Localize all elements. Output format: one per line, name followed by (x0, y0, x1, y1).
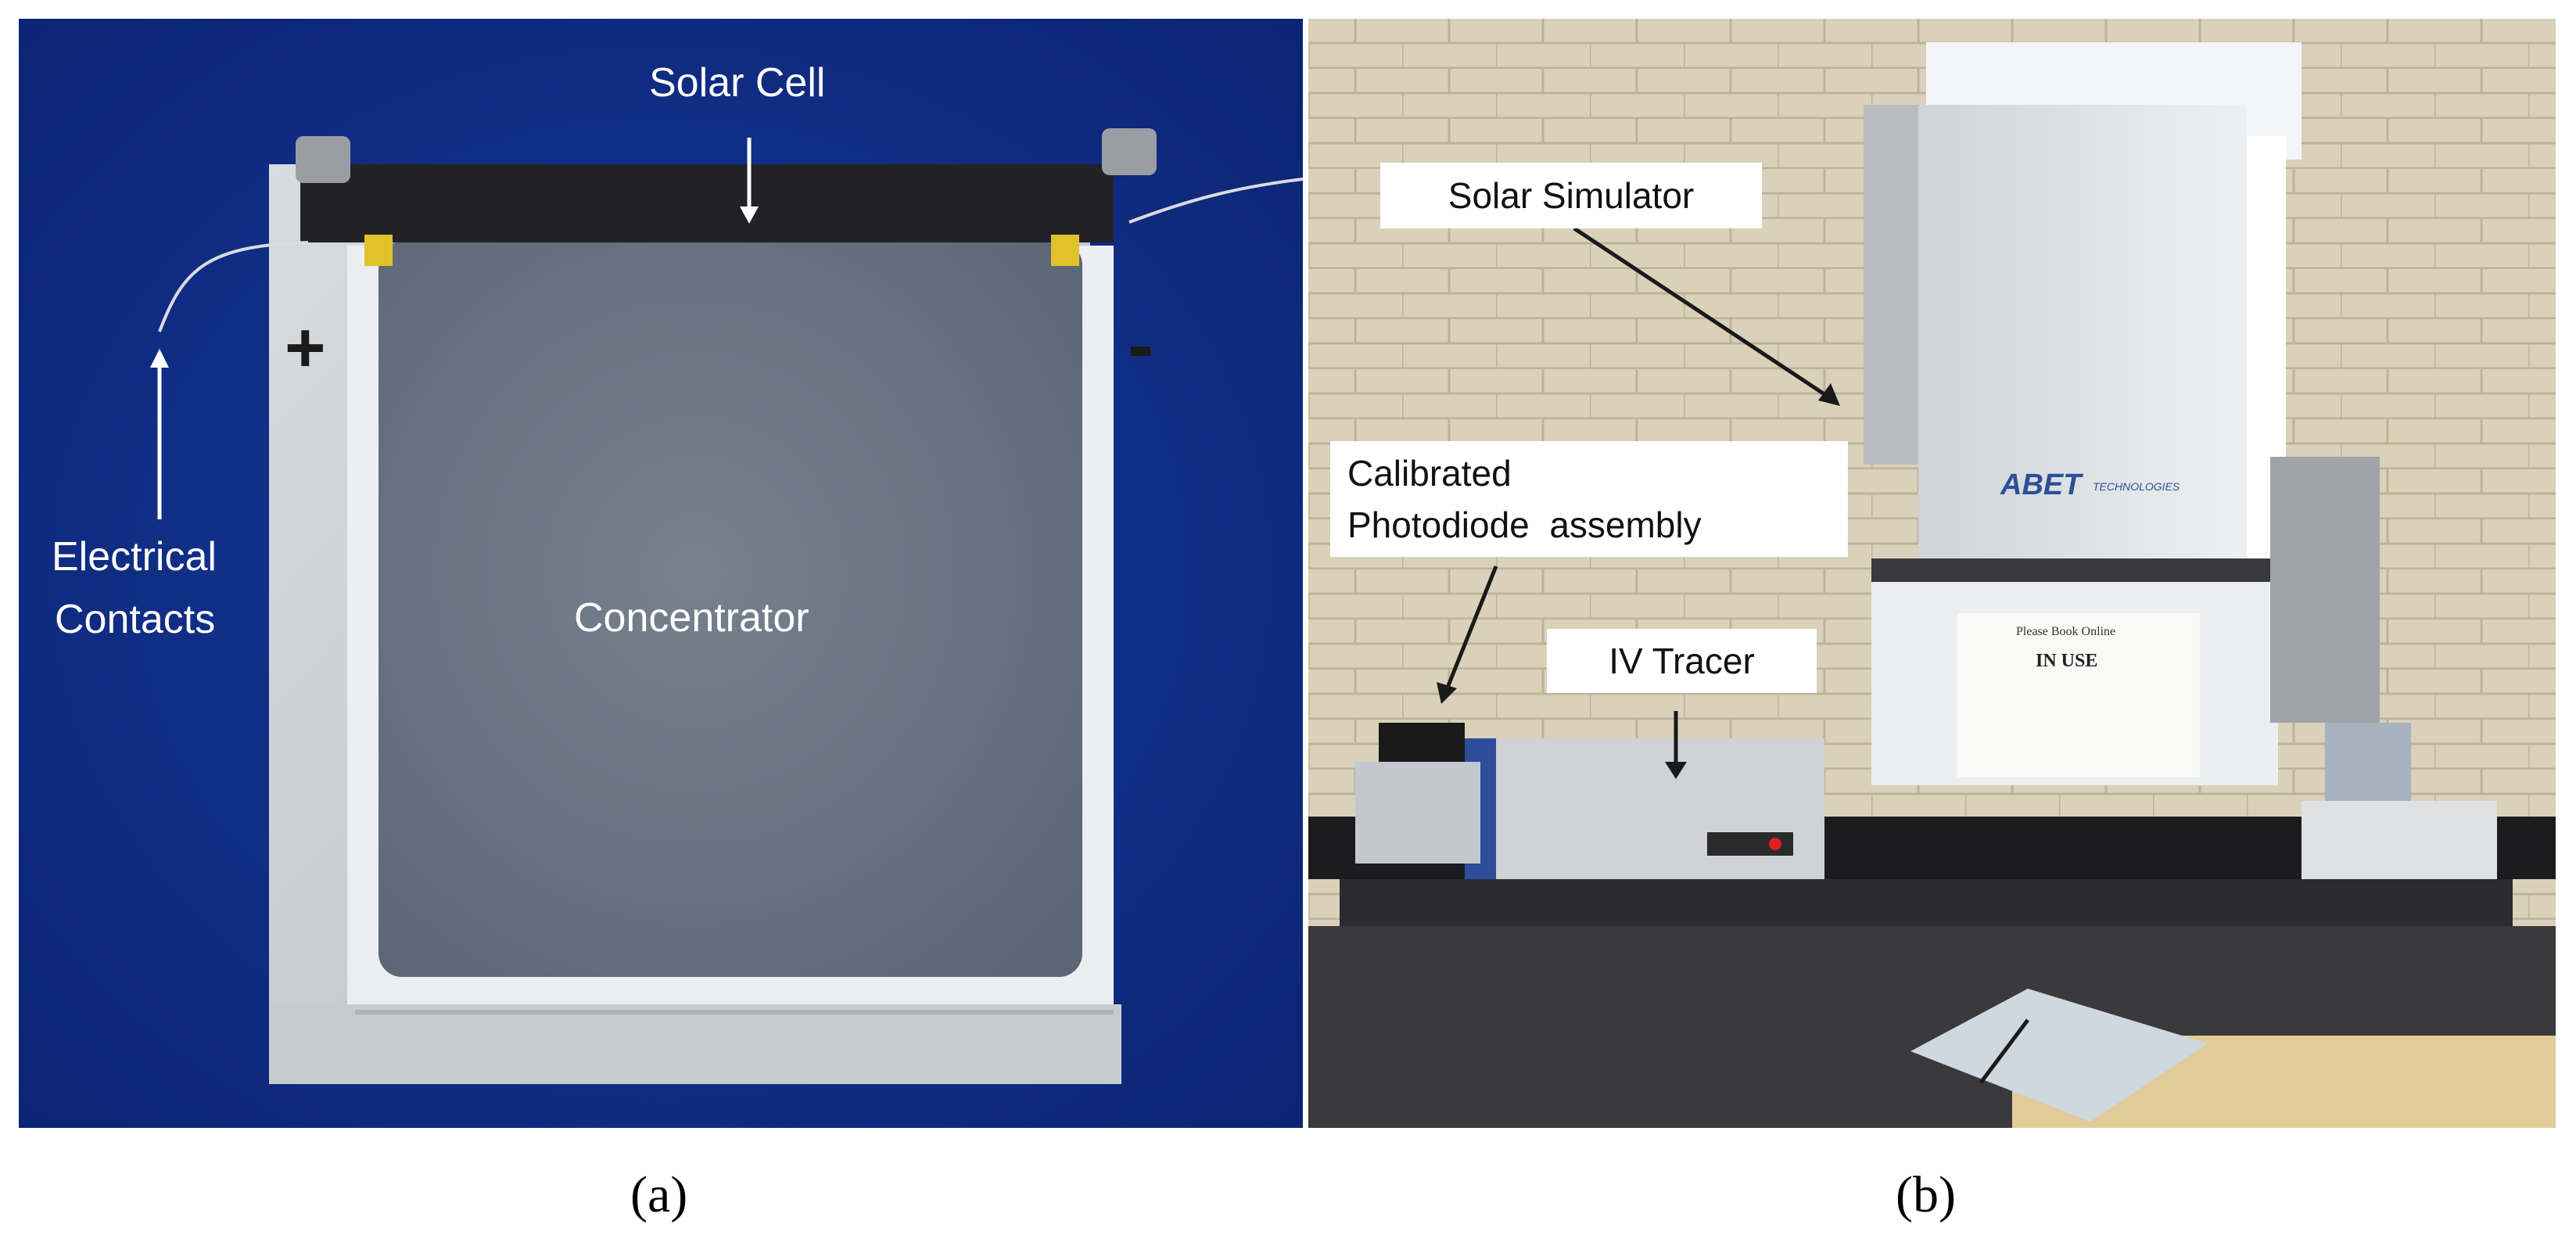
concentrator-label: Concentrator (574, 595, 809, 641)
caption-a: (a) (630, 1166, 688, 1223)
electrical-contacts-label-line1: Electrical (52, 534, 217, 580)
solar-simulator-label: Solar Simulator (1380, 163, 1762, 228)
caption-b: (b) (1896, 1166, 1956, 1223)
in-use-sign (1957, 613, 2200, 777)
sign-line2: IN USE (2036, 651, 2098, 671)
plus-sign: + (285, 309, 326, 387)
calibrated-line2: Photodiode assembly (1347, 505, 1702, 545)
concentrator-photo (19, 19, 1303, 1128)
solar-cell-strip (300, 164, 1114, 242)
photodiode-arrow (1444, 566, 1498, 692)
sign-line1: Please Book Online (2016, 625, 2116, 638)
minus-sign: - (1128, 301, 1154, 389)
brand-sub: TECHNOLOGIES (2093, 480, 2180, 493)
lab-setup-photo (1308, 19, 2556, 1128)
photodiode-assembly (1379, 723, 1465, 762)
solar-simulator-arrow (1573, 226, 1838, 404)
brand-logo: ABET (2000, 469, 2082, 501)
iv-tracer-label: IV Tracer (1547, 629, 1817, 693)
calibrated-photodiode-label: Calibrated Photodiode assembly (1330, 441, 1848, 557)
electrical-contacts-label-line2: Contacts (55, 597, 216, 642)
solar-simulator-housing (1918, 105, 2247, 605)
solar-cell-label: Solar Cell (649, 60, 826, 106)
calibrated-line1: Calibrated (1347, 453, 1512, 494)
iv-tracer-unit (1465, 738, 1824, 879)
concentrator-slab (379, 242, 1082, 977)
panel-b-photo: ABET TECHNOLOGIES Please Book Online IN … (1308, 19, 2556, 1128)
panel-a-photo: + - Solar Cell Concentrator Electrical C… (19, 19, 1303, 1128)
